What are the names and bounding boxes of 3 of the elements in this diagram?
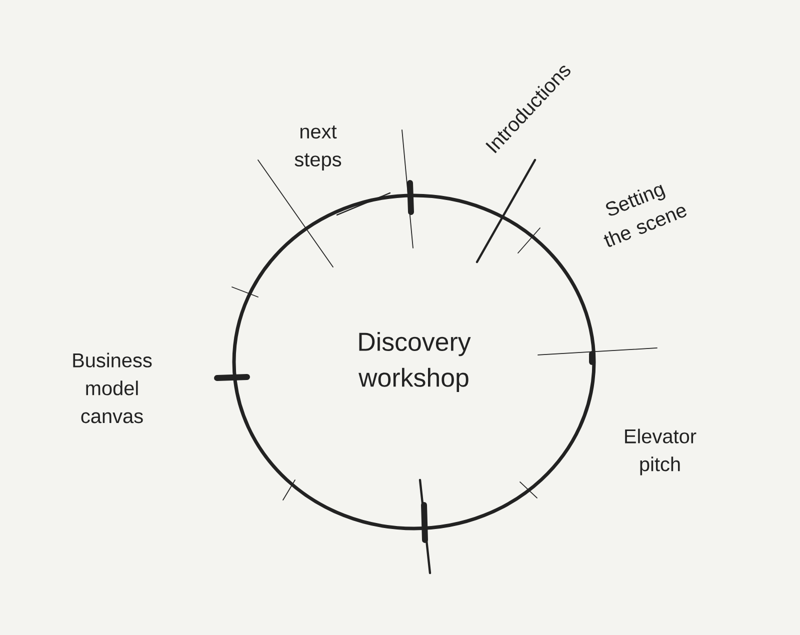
label: Business model canvas <box>73 352 152 424</box>
label: next steps <box>294 126 342 170</box>
label: Elevator pitch <box>625 428 696 476</box>
